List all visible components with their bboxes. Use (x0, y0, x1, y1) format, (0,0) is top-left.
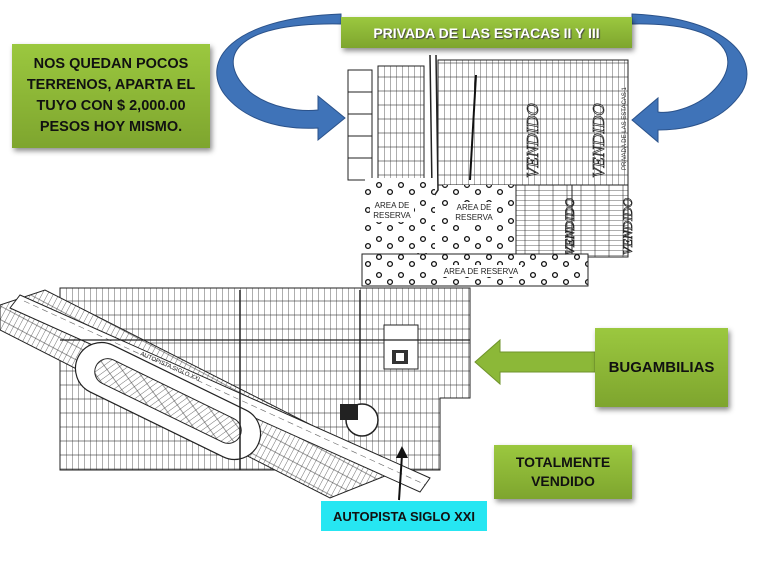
upper-plan: VENDIDO VENDIDO VENDIDO VENDIDO PRIVADA … (347, 54, 635, 287)
vendido-stamp-1: VENDIDO (523, 103, 542, 178)
promo-callout: NOS QUEDAN POCOS TERRENOS, APARTA EL TUY… (12, 44, 210, 148)
autopista-pointer-line (398, 454, 403, 501)
privada-estacas-1-label: PRIVADA DE LAS ESTACAS 1 (622, 87, 628, 170)
vendido-stamp-4: VENDIDO (620, 197, 635, 255)
autopista-pointer-head (396, 446, 408, 458)
totalmente-vendido-label: TOTALMENTE VENDIDO (494, 445, 632, 499)
promo-line-3: TUYO CON $ 2,000.00 (36, 98, 186, 114)
totalmente-vendido-line-2: VENDIDO (531, 473, 595, 489)
promo-line-2: TERRENOS, APARTA EL (26, 77, 196, 93)
green-arrow-left (474, 338, 596, 386)
autopista-label-text: AUTOPISTA SIGLO XXI (332, 508, 476, 524)
privada-label-text: PRIVADA DE LAS ESTACAS II Y III (373, 24, 600, 41)
area-reserva-label-1b: RESERVA (373, 211, 411, 220)
blue-curved-arrow-right (631, 13, 748, 144)
totalmente-vendido-line-1: TOTALMENTE (515, 454, 611, 470)
privada-label: PRIVADA DE LAS ESTACAS II Y III (341, 17, 632, 48)
area-reserva-label-2b: RESERVA (455, 213, 493, 222)
area-reserva-label-3: AREA DE RESERVA (444, 267, 519, 276)
autopista-label: AUTOPISTA SIGLO XXI (321, 501, 487, 531)
lower-plan: AUTOPISTA SIGLO XXI (0, 287, 471, 499)
promo-line-4: PESOS HOY MISMO. (39, 119, 183, 135)
vendido-stamp-3: VENDIDO (562, 197, 577, 255)
bugambilias-label-text: BUGAMBILIAS (608, 359, 715, 376)
area-reserva-label-1a: AREA DE (375, 201, 410, 210)
bugambilias-label: BUGAMBILIAS (595, 328, 728, 407)
vendido-stamp-2: VENDIDO (589, 103, 608, 178)
promo-line-1: NOS QUEDAN POCOS (33, 56, 189, 72)
area-reserva-label-2a: AREA DE (457, 203, 492, 212)
blue-curved-arrow-left (216, 13, 346, 142)
